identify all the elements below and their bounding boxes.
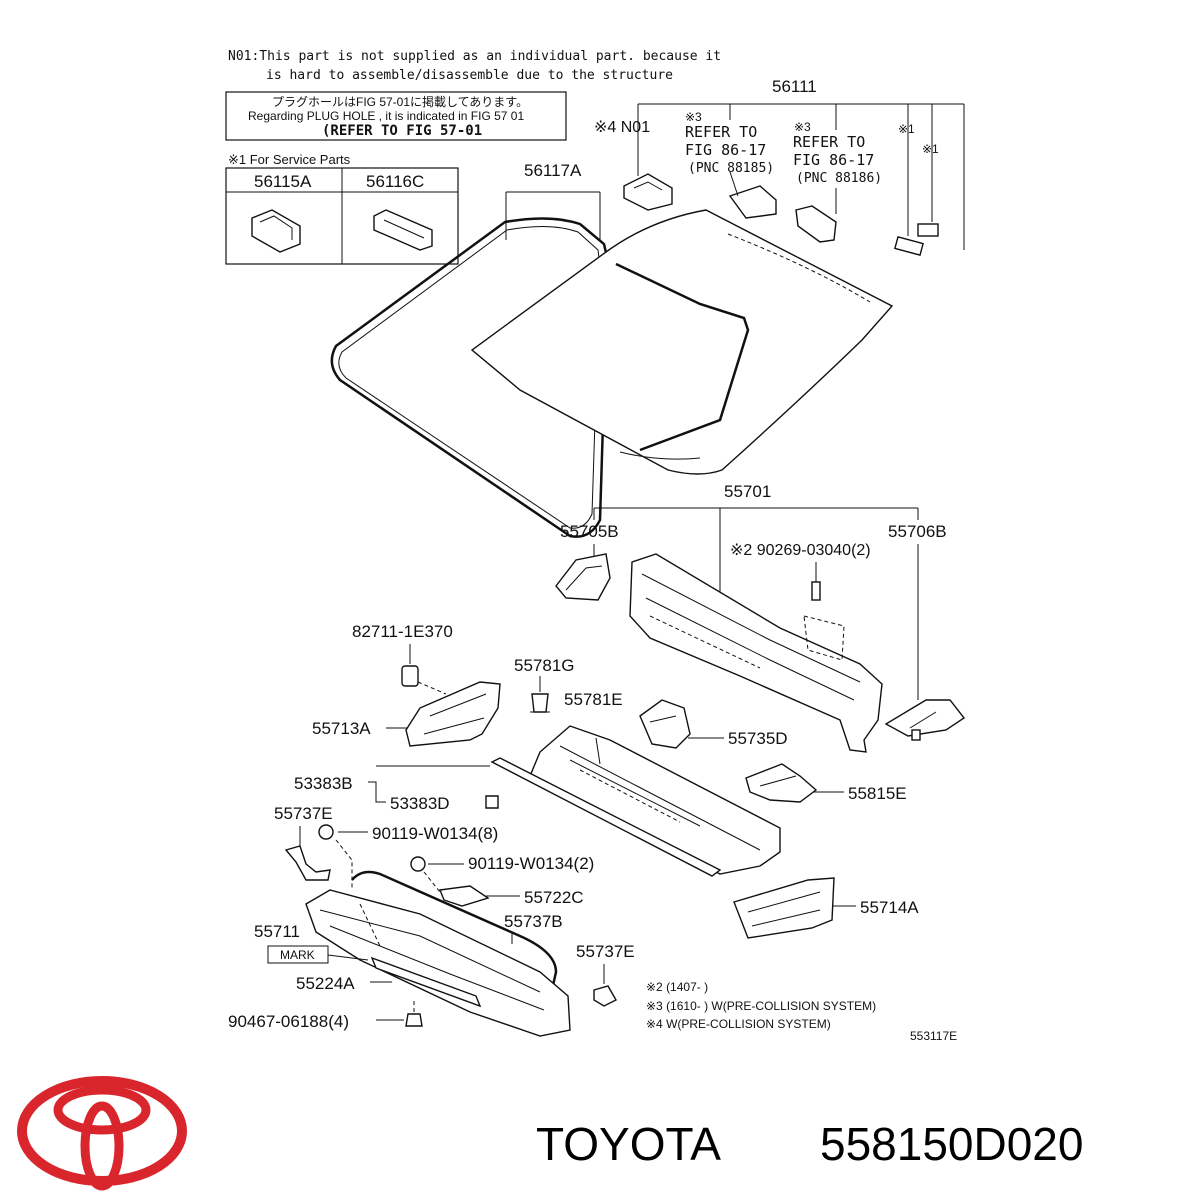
clip-55737e-bottom <box>593 985 617 1007</box>
toyota-logo-icon <box>17 1076 187 1191</box>
bolt-90119-2 <box>410 856 426 872</box>
label-90269: ※2 90269-03040(2) <box>730 542 871 559</box>
clip-55781g <box>530 693 550 713</box>
ref2-line3: (PNC 88186) <box>796 171 882 186</box>
cowl-panel-55711 <box>305 889 571 1037</box>
label-55737b: 55737B <box>504 912 563 931</box>
cowl-side-left-55705b <box>555 553 611 601</box>
label-56111: 56111 <box>772 77 817 96</box>
windshield-glass-56111 <box>470 209 894 475</box>
mark-1a: ※1 <box>898 122 915 136</box>
hose-55737b <box>351 870 558 992</box>
cowl-extension-55714a <box>733 877 835 939</box>
mirror-bracket-drawing <box>894 223 939 257</box>
cowl-side-right-55706b <box>884 699 966 741</box>
label-55706b: 55706B <box>888 522 947 541</box>
footnote-2: ※3 (1610- ) W(PRE-COLLISION SYSTEM) <box>646 999 876 1013</box>
label-55224a: 55224A <box>296 974 355 993</box>
plug-hole-box <box>225 91 567 141</box>
screw-90269 <box>803 581 845 661</box>
service-part-56115a-drawing <box>251 209 301 253</box>
camera-bracket-drawing <box>728 185 777 219</box>
label-55737e-bottom: 55737E <box>576 942 635 961</box>
rain-sensor-bracket-n01 <box>623 173 673 211</box>
header-note-line2: is hard to assemble/disassemble due to t… <box>266 68 673 83</box>
mark-1b: ※1 <box>922 142 939 156</box>
label-55815e: 55815E <box>848 784 907 803</box>
label-55781e: 55781E <box>564 690 623 709</box>
cowl-louver-55781e <box>529 725 781 875</box>
footnote-3: ※4 W(PRE-COLLISION SYSTEM) <box>646 1017 831 1031</box>
seal-53383b <box>490 757 722 877</box>
clip-55737e-top <box>284 845 331 881</box>
mark-tag-box <box>267 945 329 964</box>
label-53383d: 53383D <box>390 794 450 813</box>
ref1-line1: REFER TO <box>685 123 757 141</box>
footnote-1: ※2 (1407- ) <box>646 980 708 994</box>
mark-tag: MARK <box>280 948 315 962</box>
clip-53383d <box>485 795 499 809</box>
panel-55815e <box>745 763 818 803</box>
sensor-connector-drawing <box>795 205 837 243</box>
label-90119-8: 90119-W0134(8) <box>372 824 498 843</box>
header-note-line1: N01:This part is not supplied as an indi… <box>228 49 721 64</box>
brand-name: TOYOTA <box>536 1118 721 1170</box>
ref2-line2: FIG 86-17 <box>793 151 874 169</box>
label-55735d: 55735D <box>728 729 788 748</box>
part-number: 558150D020 <box>820 1118 1083 1170</box>
label-55701: 55701 <box>724 482 771 501</box>
label-55711: 55711 <box>254 922 300 941</box>
ref2-line1: REFER TO <box>793 133 865 151</box>
service-part-56116c-drawing <box>373 209 433 251</box>
ref1-mark: ※3 <box>685 110 702 124</box>
bracket-55722c <box>439 885 490 907</box>
label-55713a: 55713A <box>312 719 371 738</box>
ref1-line3: (PNC 88185) <box>688 161 774 176</box>
cowl-brace-55713a <box>405 681 501 747</box>
cowl-top-panel-55701 <box>629 553 883 753</box>
label-90467: 90467-06188(4) <box>228 1012 349 1031</box>
windshield-molding-56117a <box>330 217 610 538</box>
service-part-56116c: 56116C <box>366 172 424 191</box>
label-53383b: 53383B <box>294 774 353 793</box>
service-parts-title: ※1 For Service Parts <box>228 152 351 167</box>
label-55781g: 55781G <box>514 656 575 675</box>
service-part-56115a: 56115A <box>254 172 312 191</box>
figure-id: 553117E <box>910 1029 957 1043</box>
clip-90467 <box>405 1013 423 1027</box>
label-55737e-top: 55737E <box>274 804 333 823</box>
seal-55224a <box>370 956 482 1008</box>
label-56117a: 56117A <box>524 161 582 180</box>
label-82711: 82711-1E370 <box>352 622 453 641</box>
cover-55735d <box>639 699 691 749</box>
label-55714a: 55714A <box>860 898 919 917</box>
label-90119-2: 90119-W0134(2) <box>468 854 594 873</box>
plug-hole-jp: プラグホールはFIG 57-01に掲載してあります。 <box>272 94 528 109</box>
ref2-mark: ※3 <box>794 120 811 134</box>
plug-hole-en: Regarding PLUG HOLE , it is indicated in… <box>248 109 524 123</box>
plug-hole-refer: (REFER TO FIG 57-01 <box>322 123 482 139</box>
label-55705b: 55705B <box>560 522 619 541</box>
bolt-90119-8 <box>318 824 334 840</box>
clip-82711 <box>401 665 419 687</box>
label-n01: ※4 N01 <box>594 119 650 136</box>
ref1-line2: FIG 86-17 <box>685 141 766 159</box>
label-55722c: 55722C <box>524 888 584 907</box>
